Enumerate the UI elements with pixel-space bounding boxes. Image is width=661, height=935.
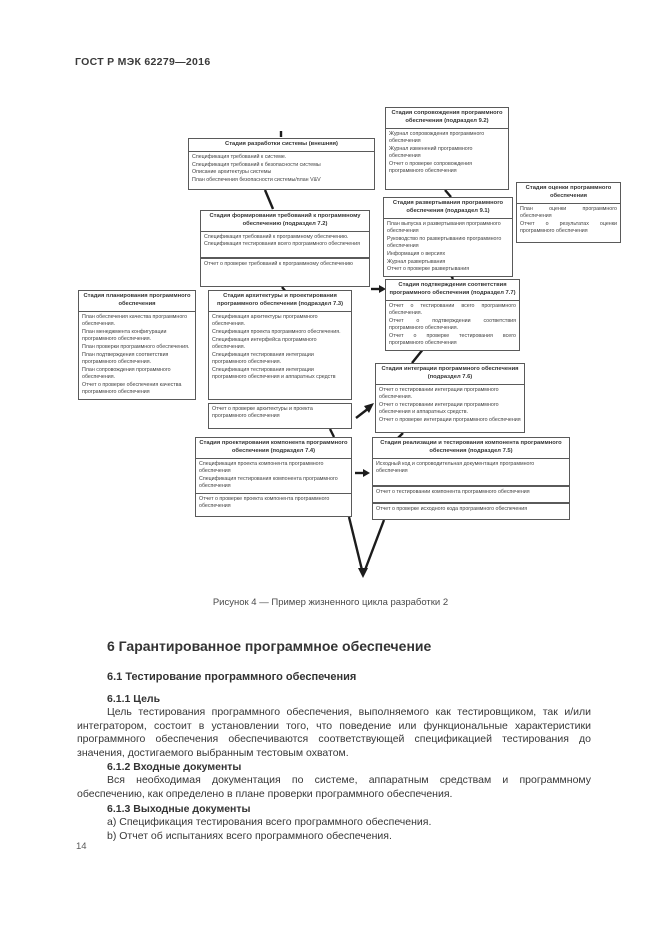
report-box-component-design-verification: Отчет о проверке проекта компонента прог… [195,493,352,517]
figure-caption: Рисунок 4 — Пример жизненного цикла разр… [212,597,449,608]
doc-item: План обеспечения качества программного о… [82,313,188,327]
doc-item: Журнал изменений программного обеспечени… [389,145,473,160]
stage-title: Стадия реализации и тестирования компоне… [373,438,569,459]
stage-box-architecture: Стадия архитектуры и проектирования прог… [208,290,352,400]
stage-title: Стадия подтверждения соответствия програ… [386,280,519,301]
doc-item: План проверки программного обеспечения. [82,343,190,350]
doc-item: Исходный код и сопроводительная документ… [376,460,535,474]
section-heading-6-1-1: 6.1.1 Цель [107,693,161,705]
doc-item: Спецификация тестирования всего программ… [204,241,360,248]
stage-title: Стадия разработки системы (внешняя) [189,139,374,152]
stage-box-assessment: Стадия оценки программного обеспечения П… [516,182,621,243]
stage-title: Стадия архитектуры и проектирования прог… [209,291,351,312]
section-heading-6: 6 Гарантированное программное обеспечени… [107,638,432,654]
stage-title: Стадия развертывания программного обеспе… [384,198,512,219]
doc-item: Отчет о проверке тестирования всего прог… [389,332,516,347]
stage-box-planning: Стадия планирования программного обеспеч… [78,290,196,400]
list-item-a: a) Спецификация тестирования всего прогр… [107,815,432,828]
report-box-component-testing: Отчет о тестировании компонента программ… [372,486,570,503]
doc-item: Спецификация интерфейса программного обе… [212,336,317,350]
stage-box-requirements: Стадия формирования требований к програм… [200,210,370,258]
doc-item: Отчет о проверке сопровождения программн… [389,160,472,175]
stage-box-component-design: Стадия проектирования компонента програм… [195,437,352,494]
stage-box-maintenance: Стадия сопровождения программного обеспе… [385,107,509,190]
doc-item: Спецификация требований к безопасности с… [192,161,321,168]
doc-item: Отчет о тестировании интеграции программ… [379,401,499,416]
stage-title: Стадия интеграции программного обеспечен… [376,364,524,385]
section-heading-6-1-3: 6.1.3 Выходные документы [107,802,251,815]
doc-item: Отчет о тестировании всего программного … [389,302,516,316]
stage-box-implementation: Стадия реализации и тестирования компоне… [372,437,570,486]
stage-box-validation: Стадия подтверждения соответствия програ… [385,279,520,351]
stage-title: Стадия проектирования компонента програм… [196,438,351,459]
doc-item: Информация о версиях [387,250,446,257]
list-item-b: b) Отчет об испытаниях всего программног… [107,830,392,843]
report-box-source-code-verification: Отчет о проверке исходного кода программ… [372,503,570,520]
doc-item: Описание архитектуры системы [192,169,272,176]
page-number: 14 [76,841,87,852]
doc-item: Спецификация требований к программному о… [204,233,349,240]
doc-item: План менеджмента конфигурации программно… [82,328,167,343]
report-box-requirements-verification: Отчет о проверке требований к программно… [200,258,370,287]
doc-item: План сопровождения программного обеспече… [82,366,171,380]
doc-item: Отчет о проверке интеграции программного… [379,416,521,423]
doc-item: План подтверждения соответствия программ… [82,351,169,365]
doc-item: Спецификация проекта компонента программ… [199,460,324,474]
paragraph-6-1-2: Вся необходимая документация по системе,… [77,774,591,800]
doc-item: Отчет о подтверждении соответствия прогр… [389,317,516,332]
doc-item: Спецификация тестирования интеграции про… [212,351,314,365]
doc-item: Отчет о проверке развертывания [387,266,470,273]
doc-item: Спецификация тестирования интеграции про… [212,366,336,380]
doc-item: Спецификация требований к системе. [192,153,287,160]
lifecycle-diagram: Стадия разработки системы (внешняя) Спец… [78,107,621,578]
stage-box-integration: Стадия интеграции программного обеспечен… [375,363,525,433]
stage-title: Стадия формирования требований к програм… [201,211,369,232]
doc-item: Отчет о проверке обеспечения качества пр… [82,381,182,396]
document-header: ГОСТ Р МЭК 62279—2016 [75,56,211,68]
doc-item: План выпуска и развертывания программног… [387,220,501,234]
doc-item: Журнал сопровождения программного обеспе… [389,130,485,144]
doc-item: Отчет о тестировании интеграции программ… [379,386,499,400]
stage-title: Стадия планирования программного обеспеч… [79,291,195,312]
doc-item: Журнал развертывания [387,258,446,265]
stage-box-deployment: Стадия развертывания программного обеспе… [383,197,513,278]
stage-title: Стадия оценки программного обеспечения [517,183,620,204]
section-heading-6-1-2: 6.1.2 Входные документы [107,761,242,774]
doc-item: Отчет о результатах оценки программного … [520,220,617,235]
doc-item: Руководство по развертыванию программног… [387,235,502,250]
stage-box-system-development: Стадия разработки системы (внешняя) Спец… [188,138,375,190]
doc-item: Спецификация архитектуры программного об… [212,313,318,327]
section-heading-6-1: 6.1 Тестирование программного обеспечени… [107,671,357,683]
doc-item: План обеспечения безопасности системы/пл… [192,177,321,184]
doc-item: Спецификация проекта программного обеспе… [212,328,341,335]
doc-item: Спецификация тестирования компонента про… [199,475,338,490]
doc-item: План оценки программного обеспечения [520,205,617,219]
stage-title: Стадия сопровождения программного обеспе… [386,108,508,129]
report-box-architecture-verification: Отчет о проверке архитектуры и проекта п… [208,403,352,429]
paragraph-6-1-1: Цель тестирования программного обеспечен… [77,706,591,759]
body-text: 6 Гарантированное программное обеспечени… [77,638,591,845]
